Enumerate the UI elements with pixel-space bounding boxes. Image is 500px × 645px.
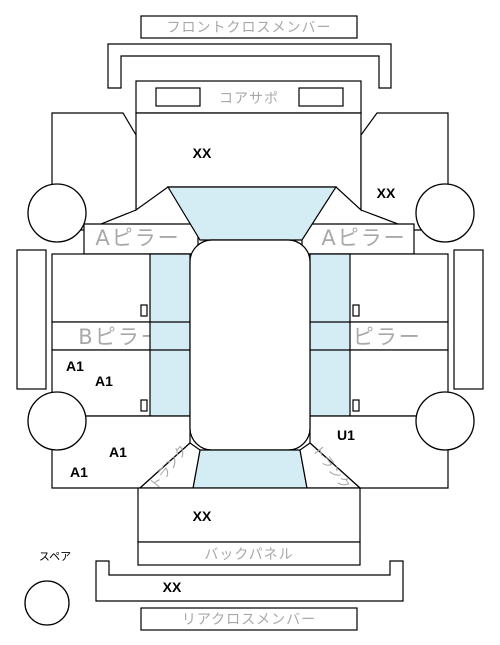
front-cross-member-label-box [140, 15, 358, 39]
right-front-door-handle [352, 304, 360, 317]
core-support-label: コアサポ [219, 91, 279, 107]
mark-left-rear-door-1: A1 [66, 358, 84, 374]
front-cross-member-label: フロントクロスメンバー [167, 20, 332, 36]
left-rear-wheel-icon [27, 391, 87, 451]
core-support-right-slot [298, 87, 344, 107]
core-support: コアサポ [135, 80, 362, 114]
left-b-pillar-label: Bピラー [78, 325, 163, 349]
mark-left-rear-door-2: A1 [95, 373, 113, 389]
right-side-sill [453, 249, 484, 390]
left-front-door-handle [140, 304, 148, 317]
mark-right-rear-quarter: U1 [337, 427, 355, 443]
core-support-left-slot [155, 87, 201, 107]
left-rear-door-handle [140, 399, 148, 412]
roof-panel [189, 239, 311, 451]
right-a-pillar-label: Aピラー [321, 226, 406, 250]
right-rear-door-handle [352, 399, 360, 412]
mark-left-rear-quarter-1: A1 [109, 444, 127, 460]
mark-left-rear-quarter-2: A1 [70, 464, 88, 480]
rear-cross-member-bar [95, 560, 404, 602]
rear-window [192, 449, 308, 489]
left-side-glass [149, 253, 191, 417]
rear-cross-member: リアクロスメンバー [95, 560, 404, 631]
rear-cross-member-label-box [140, 607, 358, 631]
left-side-sill [16, 249, 47, 390]
front-cross-member: フロントクロスメンバー [107, 15, 392, 89]
spare-tire-icon [24, 580, 70, 626]
right-rear-wheel-icon [415, 391, 475, 451]
rear-cross-member-label: リアクロスメンバー [182, 612, 316, 628]
trunk-lid [137, 487, 361, 543]
mark-rear-cross-member: XX [163, 579, 182, 595]
front-cross-member-bar [107, 43, 392, 89]
back-panel [137, 541, 361, 566]
spare-label: スペア [39, 550, 71, 563]
mark-front-center: XX [193, 145, 212, 161]
mark-front-right: XX [377, 185, 396, 201]
left-front-wheel-icon [27, 183, 87, 243]
left-a-pillar-label: Aピラー [95, 226, 180, 250]
right-side-glass [309, 253, 351, 417]
mark-trunk-area: XX [193, 508, 212, 524]
right-front-wheel-icon [415, 183, 475, 243]
windshield [166, 186, 338, 241]
back-panel-label: バックパネル [204, 547, 293, 563]
